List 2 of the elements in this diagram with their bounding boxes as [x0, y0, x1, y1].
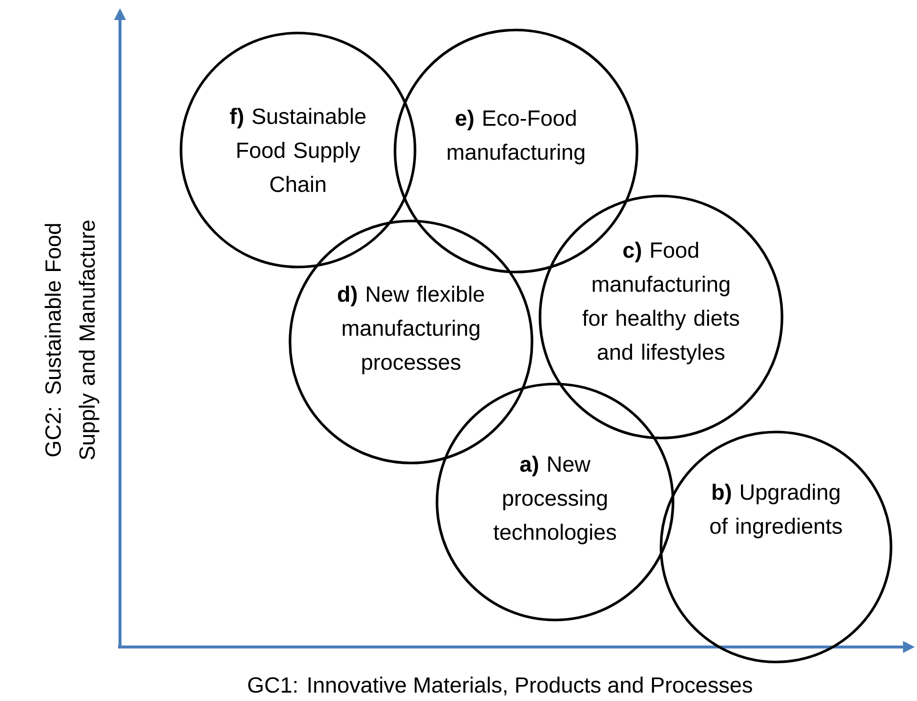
axis-title: GC2: Sustainable Food Supply and Manufacture — [44, 220, 100, 460]
axis-title: GC1: Innovative Materials, Products and Processes — [248, 676, 752, 696]
